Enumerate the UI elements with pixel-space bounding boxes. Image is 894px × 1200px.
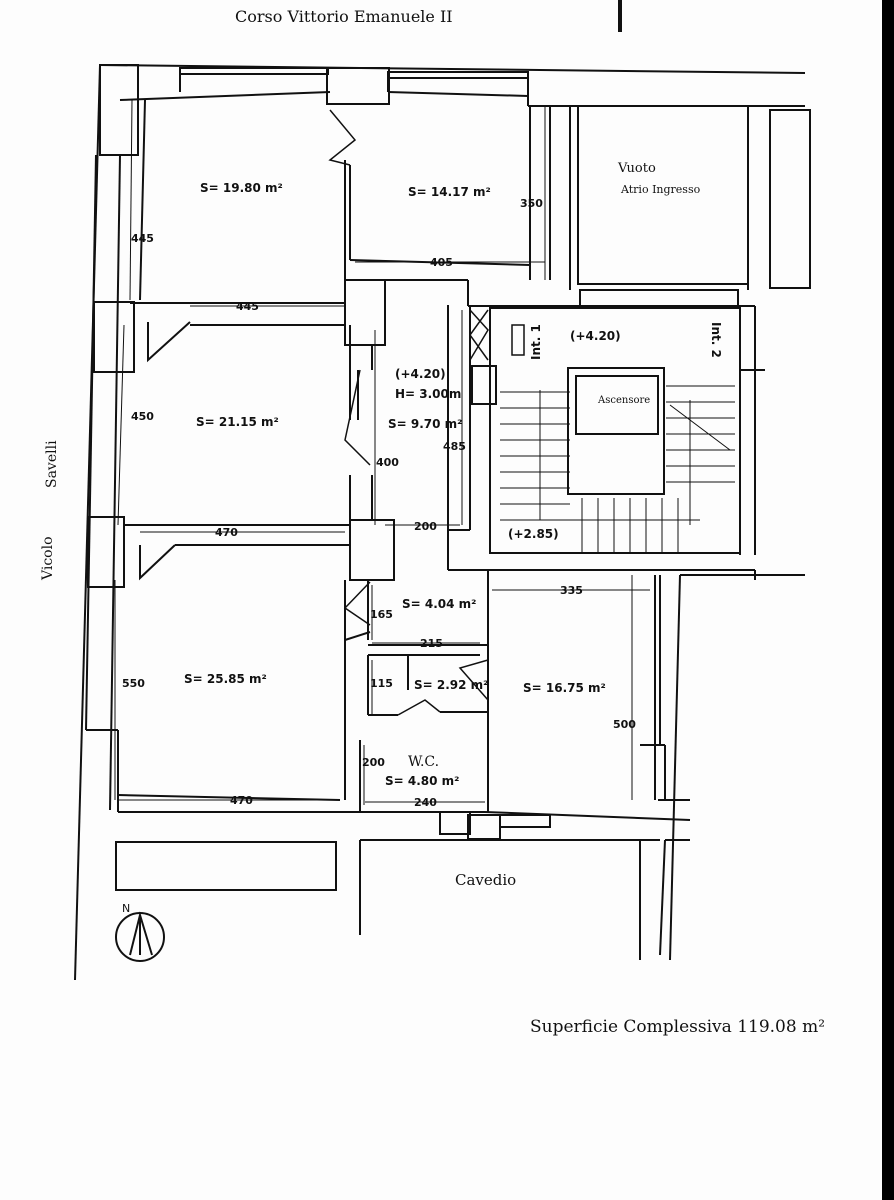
dim-485: 485 <box>443 440 466 453</box>
dim-335: 335 <box>560 584 583 597</box>
compass-north-label: N <box>122 902 130 915</box>
dim-215: 215 <box>420 637 443 650</box>
room2-area: S= 14.17 m² <box>408 185 491 199</box>
void-label: Vuoto <box>617 161 656 176</box>
stair-level-bottom: (+2.85) <box>508 527 559 541</box>
room1-area: S= 19.80 m² <box>200 181 283 195</box>
dim-350: 350 <box>520 197 543 210</box>
dim-450: 450 <box>131 410 154 423</box>
landing-arrow <box>511 324 525 356</box>
elevator-car <box>575 375 659 435</box>
dim-165: 165 <box>370 608 393 621</box>
void-sublabel: Atrio Ingresso <box>620 183 701 196</box>
dim-445-mid: 445 <box>236 300 259 313</box>
dim-445-left: 445 <box>131 232 154 245</box>
dim-405: 405 <box>430 256 453 269</box>
street-name: Corso Vittorio Emanuele II <box>235 7 453 26</box>
dim-200: 200 <box>414 520 437 533</box>
total-area: Superficie Complessiva 119.08 m² <box>530 1017 825 1037</box>
dim-200-wc: 200 <box>362 756 385 769</box>
corridor-height: H= 3.00m <box>395 387 461 401</box>
elevator-label: Ascensore <box>597 395 650 406</box>
int2-label: Int. 2 <box>709 322 723 358</box>
stair-treads <box>500 385 735 552</box>
room5-area: S= 16.75 m² <box>523 681 606 695</box>
room4-area: S= 25.85 m² <box>184 672 267 686</box>
dim-470-bottom: 470 <box>230 794 253 807</box>
dim-115: 115 <box>370 677 393 690</box>
dim-550: 550 <box>122 677 145 690</box>
room3-area: S= 21.15 m² <box>196 415 279 429</box>
courtyard-label: Cavedio <box>455 871 516 889</box>
dim-400: 400 <box>376 456 399 469</box>
dim-470-mid: 470 <box>215 526 238 539</box>
int1-label: Int. 1 <box>529 324 543 360</box>
dim-240: 240 <box>414 796 437 809</box>
door-swings <box>328 109 489 716</box>
dim-500: 500 <box>613 718 636 731</box>
corridor-level: (+4.20) <box>395 367 446 381</box>
stair-level-top: (+4.20) <box>570 329 621 343</box>
side-street-line2: Vicolo <box>40 536 56 581</box>
elevator-shaft <box>567 367 665 495</box>
corridor-area: S= 9.70 m² <box>388 417 462 431</box>
side-street-line1: Savelli <box>44 440 60 488</box>
hall-area: S= 4.04 m² <box>402 597 476 611</box>
dimension-lines <box>114 99 650 805</box>
wc-name: W.C. <box>408 754 439 770</box>
wc-area: S= 4.80 m² <box>385 774 459 788</box>
walls <box>74 64 811 981</box>
closet-area: S= 2.92 m² <box>414 678 488 692</box>
compass-icon <box>115 911 165 962</box>
